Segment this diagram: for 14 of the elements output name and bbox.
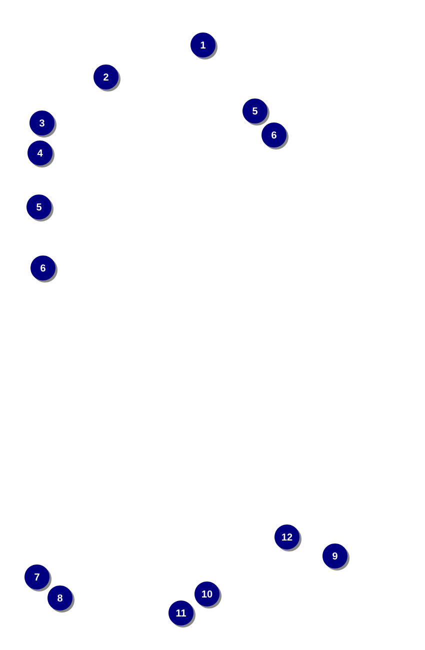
callout-number: 9 (322, 544, 350, 570)
callout-number: 3 (30, 110, 56, 138)
callout-number: 6 (30, 256, 58, 282)
callout-number: 1 (190, 32, 218, 60)
callout-number: 2 (94, 64, 120, 92)
callout-number: 11 (168, 600, 196, 628)
callout-number: 4 (28, 140, 54, 168)
callout-number: 6 (262, 122, 288, 150)
callout-number: 12 (274, 524, 302, 552)
callout-number: 5 (242, 98, 270, 126)
callout-number: 7 (24, 564, 52, 592)
callout-number: 8 (48, 586, 74, 612)
callout-number: 5 (26, 194, 54, 222)
callout-number: 10 (194, 582, 222, 608)
